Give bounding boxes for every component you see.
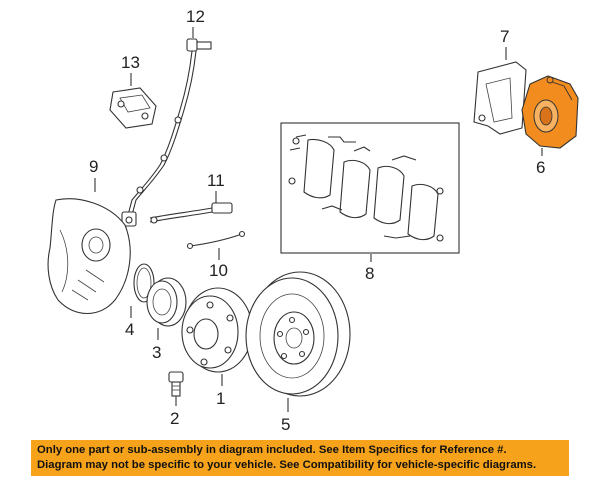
sensor-bracket: [109, 87, 157, 129]
callout-12: 12: [186, 7, 205, 26]
wheel-hub: [181, 287, 253, 373]
disclaimer-line-1: Only one part or sub-assembly in diagram…: [37, 444, 507, 456]
callout-5: 5: [281, 415, 290, 434]
callout-11: 11: [207, 171, 225, 190]
brake-caliper-highlighted: [521, 75, 579, 149]
brake-rotor: [245, 271, 351, 397]
brake-pad-set: [280, 122, 460, 254]
callout-7: 7: [500, 27, 509, 46]
disclaimer-banner: Only one part or sub-assembly in diagram…: [31, 440, 569, 476]
callout-8: 8: [365, 264, 374, 283]
callout-2: 2: [170, 409, 179, 428]
callout-3: 3: [152, 343, 161, 362]
hub-bolt: [168, 371, 184, 397]
sensor-wire: [186, 230, 246, 250]
snap-ring: [133, 263, 155, 303]
splash-shield: [47, 198, 131, 314]
wheel-speed-sensor: [121, 38, 212, 227]
wheel-bearing: [146, 277, 187, 327]
callout-6: 6: [536, 158, 545, 177]
disclaimer-line-2: Diagram may not be specific to your vehi…: [37, 459, 537, 471]
pad-wear-sensor: [149, 202, 233, 224]
caliper-bracket: [473, 61, 527, 135]
callout-4: 4: [125, 320, 134, 339]
callout-10: 10: [209, 261, 228, 280]
callout-9: 9: [89, 157, 98, 176]
callout-13: 13: [121, 53, 140, 72]
callout-1: 1: [216, 389, 225, 408]
